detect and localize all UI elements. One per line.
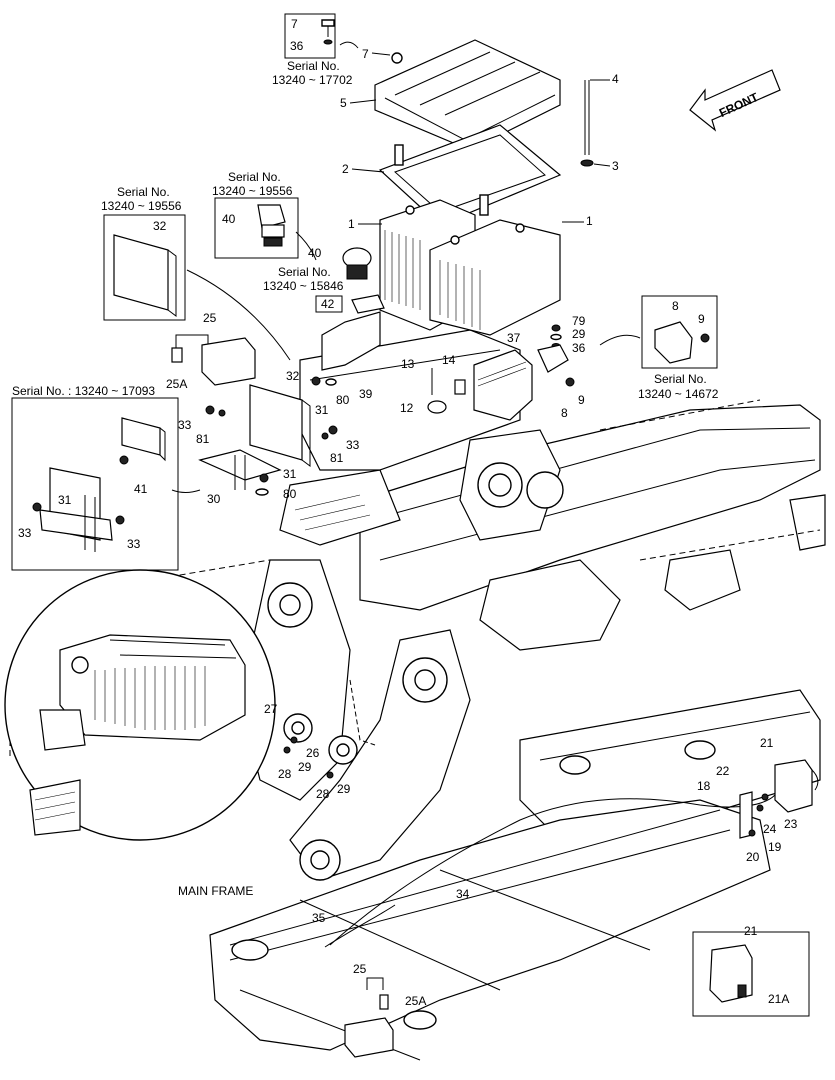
- callout-c39: 39: [359, 387, 373, 401]
- callout-c29c: 29: [337, 782, 351, 796]
- callout-c35: 35: [312, 911, 326, 925]
- callout-c28a: 28: [278, 767, 292, 781]
- callout-c33d: 33: [127, 537, 141, 551]
- callout-c29b: 29: [298, 760, 312, 774]
- callout-c1a: 1: [348, 217, 355, 231]
- callout-c40a: 40: [222, 212, 236, 226]
- main-frame-label: MAIN FRAME: [178, 884, 253, 898]
- bolts-31-80-39: 31 80 39: [311, 311, 381, 417]
- callout-c25a: 25: [203, 311, 217, 325]
- callout-c42: 42: [321, 297, 335, 311]
- callout-c36b: 36: [572, 341, 586, 355]
- inset-beacon-21: 21 21A: [692, 924, 810, 1017]
- serial-s5-title: Serial No.: [654, 372, 707, 386]
- callout-c9a: 9: [578, 393, 585, 407]
- serial-s4-title: Serial No.: [278, 265, 331, 279]
- callout-c8a: 8: [561, 406, 568, 420]
- inset-switch-serial-19556: Serial No. 13240 ~ 19556 40: [212, 170, 317, 261]
- callout-c33c: 33: [18, 526, 32, 540]
- callout-7: 7: [291, 17, 298, 31]
- callout-c81b: 81: [330, 451, 344, 465]
- callout-36: 36: [290, 39, 304, 53]
- callout-c31b: 31: [315, 403, 329, 417]
- switch-40: 40 Serial No. 13240 ~ 15846: [263, 246, 372, 293]
- serial-s3-range: 13240 ~ 19556: [101, 199, 182, 213]
- callout-c37: 37: [507, 331, 521, 345]
- relay-hardware: 79 29 36 9 8: [537, 314, 641, 420]
- serial-17093-label: Serial No. : 13240 ~ 17093: [12, 384, 155, 398]
- callout-c26: 26: [306, 746, 320, 760]
- callout-c81a: 81: [196, 432, 210, 446]
- callout-c1b: 1: [586, 214, 593, 228]
- callout-c22: 22: [716, 764, 730, 778]
- callout-c25b: 25: [353, 962, 367, 976]
- horns-26-27: 27 26 29 28 29 28: [264, 679, 376, 801]
- front-arrow: FRONT: [689, 69, 781, 132]
- battery-pair-1: [379, 199, 561, 336]
- light-bracket-32-30: 32 30 33 81 33 81 31 80: [178, 369, 360, 506]
- battery-bolt-4: [580, 80, 594, 167]
- callout-c31c: 31: [58, 493, 72, 507]
- callout-c21b: 21: [744, 924, 758, 938]
- work-light-25-upper: 25 25A: [166, 311, 256, 391]
- serial-s4-range: 13240 ~ 15846: [263, 279, 344, 293]
- callout-c27: 27: [264, 702, 278, 716]
- main-frame-drawing: [9, 329, 826, 1061]
- relay-12-13-14: 13 14 12: [400, 353, 466, 415]
- callout-c8b: 8: [672, 299, 679, 313]
- callout-c4: 4: [612, 72, 619, 86]
- work-light-25-lower: 25 25A: [344, 962, 426, 1058]
- callout-c33a: 33: [178, 418, 192, 432]
- callout-c32a: 32: [153, 219, 167, 233]
- inset-bracket-serial-17093: Serial No. : 13240 ~ 17093 41 31 33 33: [11, 384, 201, 571]
- inset-relay-serial-14672: 8 9 Serial No. 13240 ~ 14672: [638, 295, 719, 401]
- serial-s5-range: 13240 ~ 14672: [638, 387, 719, 401]
- serial-s3-title: Serial No.: [117, 185, 170, 199]
- callout-c13: 13: [401, 357, 415, 371]
- inset-bracket-serial-19556: Serial No. 13240 ~ 19556 32: [101, 185, 291, 361]
- beacon-assembly-21: 21 22 18 23 24 19 20: [697, 736, 819, 864]
- callout-c19: 19: [768, 840, 782, 854]
- callout-c3: 3: [612, 159, 619, 173]
- callout-c30: 30: [207, 492, 221, 506]
- callout-c14: 14: [442, 353, 456, 367]
- callout-c40b: 40: [308, 246, 322, 260]
- callout-c80a: 80: [283, 487, 297, 501]
- callout-c32b: 32: [286, 369, 300, 383]
- callout-c2: 2: [342, 162, 349, 176]
- callout-c25Aa: 25A: [166, 377, 187, 391]
- serial-label: Serial No.: [287, 59, 340, 73]
- serial-s2-range: 13240 ~ 19556: [212, 184, 293, 198]
- callout-c12: 12: [400, 401, 414, 415]
- battery-cover-5: [374, 39, 561, 151]
- decal-42: 42: [315, 294, 385, 314]
- callout-c20: 20: [746, 850, 760, 864]
- relay-cover-37: 37: [473, 331, 533, 421]
- callout-c9b: 9: [698, 312, 705, 326]
- callout-c7b: 7: [362, 47, 369, 61]
- callout-c80b: 80: [336, 393, 350, 407]
- harness-34-35: 34 35: [312, 794, 776, 948]
- callout-c34: 34: [456, 887, 470, 901]
- callout-c28b: 28: [316, 787, 330, 801]
- serial-s2-title: Serial No.: [228, 170, 281, 184]
- callout-c24: 24: [763, 822, 777, 836]
- callout-c21A: 21A: [768, 992, 789, 1006]
- callout-c21a: 21: [760, 736, 774, 750]
- callout-c79: 79: [572, 314, 586, 328]
- top-callouts: 7 5 4 3 2 1 1: [340, 47, 619, 231]
- inset-knob-serial-17702: 7 36 Serial No. 13240 ~ 17702: [272, 13, 359, 87]
- callout-c18: 18: [697, 779, 711, 793]
- callout-c29a: 29: [572, 327, 586, 341]
- callout-c31a: 31: [283, 467, 297, 481]
- serial-range: 13240 ~ 17702: [272, 73, 353, 87]
- magnified-circle-view: [4, 569, 276, 841]
- callout-c25Ab: 25A: [405, 994, 426, 1008]
- callout-c33b: 33: [346, 438, 360, 452]
- callout-c41: 41: [134, 482, 148, 496]
- callout-c23: 23: [784, 817, 798, 831]
- callout-c5: 5: [340, 96, 347, 110]
